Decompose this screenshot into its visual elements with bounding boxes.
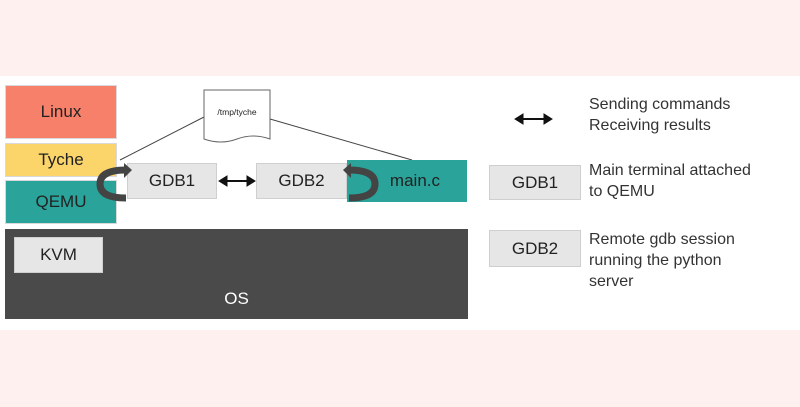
main-c-label: main.c [389, 171, 440, 190]
legend-arrow-line2: Receiving results [589, 117, 711, 134]
legend-gdb2-text: Remote gdb session running the python se… [589, 229, 735, 292]
tyche-box: Tyche [5, 143, 117, 177]
legend-gdb2-box: GDB2 [489, 230, 581, 267]
legend-gdb2-label: GDB2 [511, 238, 559, 258]
file-icon [203, 89, 271, 143]
gdb1-label: GDB1 [148, 171, 196, 190]
file-label: /tmp/tyche [217, 107, 257, 117]
linux-label: Linux [40, 102, 82, 121]
gdb1-box: GDB1 [127, 163, 217, 199]
main-c-box: main.c [347, 160, 467, 202]
gdb2-label: GDB2 [278, 171, 325, 190]
legend-gdb1-line2: to QEMU [589, 183, 655, 200]
qemu-label: QEMU [35, 192, 87, 211]
kvm-box: KVM [14, 237, 103, 273]
legend-gdb2-line3: server [589, 273, 634, 290]
legend-gdb1-text: Main terminal attached to QEMU [589, 160, 751, 202]
kvm-label: KVM [40, 245, 77, 264]
tyche-label: Tyche [38, 150, 84, 169]
legend-gdb1-line1: Main terminal attached [589, 162, 751, 179]
legend-arrow-line1: Sending commands [589, 96, 731, 113]
legend-gdb2-line2: running the python [589, 252, 722, 269]
legend-gdb1-box: GDB1 [489, 165, 581, 200]
gdb2-box: GDB2 [256, 163, 347, 199]
qemu-box: QEMU [5, 180, 117, 224]
legend-arrow-text: Sending commands Receiving results [589, 94, 730, 136]
os-label: OS [224, 289, 249, 308]
legend-gdb1-label: GDB1 [511, 172, 559, 192]
legend-gdb2-line1: Remote gdb session [589, 231, 735, 248]
tmp-tyche-file: /tmp/tyche [203, 89, 271, 145]
linux-box: Linux [5, 85, 117, 139]
